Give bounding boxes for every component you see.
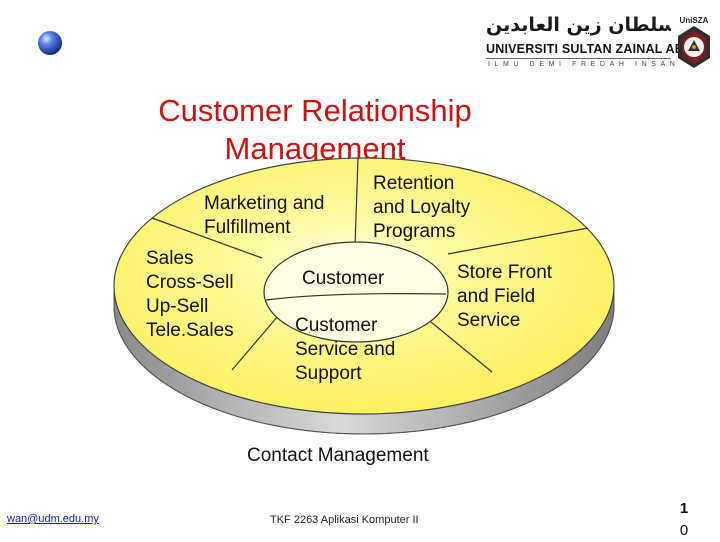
- footer-page-number: 1 0: [674, 498, 694, 542]
- slide-title: Customer Relationship Management: [158, 93, 472, 166]
- logo-divider: [486, 58, 671, 59]
- segment-sales-label: Sales Cross-Sell Up-Sell Tele.Sales: [146, 248, 234, 341]
- diagram-base-label: Contact Management: [247, 445, 429, 466]
- university-arabic-name: يونيۏرسيتي سلطان زين العابدين: [486, 14, 671, 36]
- pie-dividers: [151, 157, 589, 373]
- footer-course-title: TKF 2263 Aplikasi Komputer II: [270, 514, 419, 526]
- university-motto: ILMU DEMI FREDAH INSAN: [488, 61, 680, 68]
- university-logo: يونيۏرسيتي سلطان زين العابدين UNIVERSITI…: [486, 14, 714, 76]
- footer-email-link[interactable]: wan@udm.edu.my: [7, 513, 99, 525]
- emblem-text: UniSZA: [680, 16, 709, 25]
- pie-center-ellipse: [263, 241, 449, 343]
- page-number-line2: 0: [679, 522, 689, 539]
- university-name: UNIVERSITI SULTAN ZAINAL ABIDIN: [486, 42, 710, 56]
- bullet-sphere-icon: [38, 31, 62, 55]
- page-number-line1: 1: [679, 500, 689, 517]
- segment-retention-label: Retention and Loyalty Programs: [373, 173, 471, 242]
- segment-center-label: Customer: [302, 268, 385, 289]
- pie-center-divider: [265, 293, 447, 301]
- university-emblem-icon: UniSZA: [678, 16, 710, 68]
- segment-marketing-label: Marketing and Fulfillment: [204, 193, 325, 238]
- segment-store-front-label: Store Front and Field Service: [457, 262, 553, 331]
- segment-service-label: Customer Service and Support: [295, 315, 396, 384]
